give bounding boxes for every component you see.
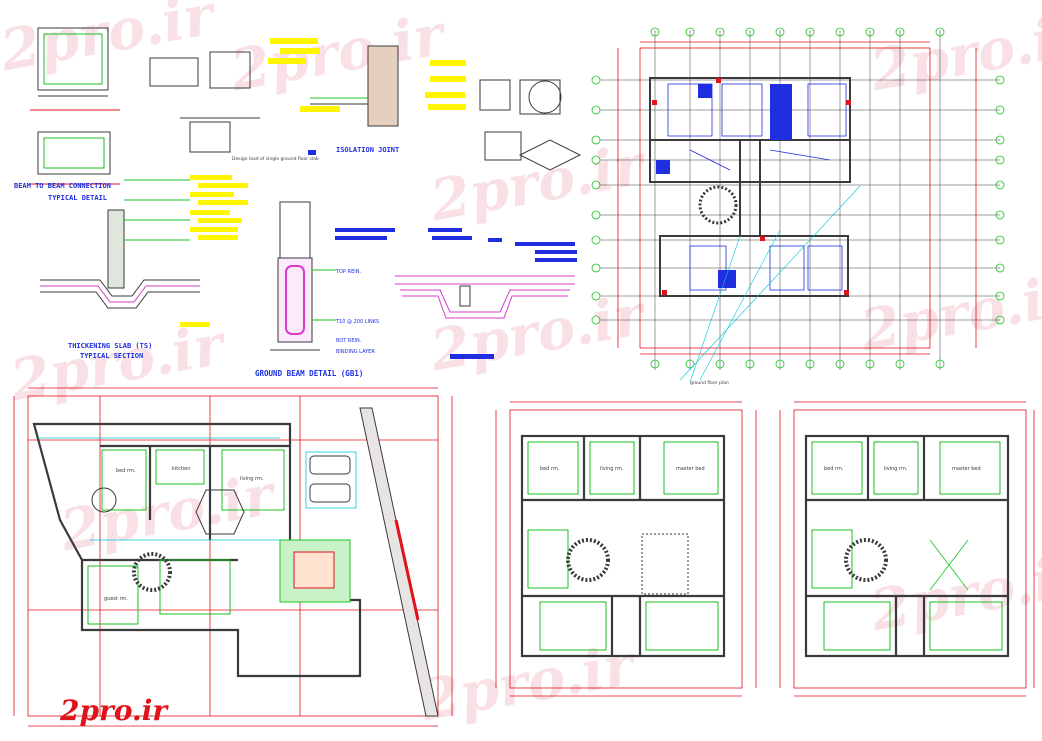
room-label: living rm. [600,466,624,472]
boundary-wall [359,407,439,717]
thickening-slab-title: THICKENING SLAB (TS) [68,342,152,350]
beam-connection-title: BEAM TO BEAM CONNECTION [14,182,111,190]
room-label: master bed [952,466,981,472]
second-floor-plan [779,401,1035,697]
ground-beam-title: GROUND BEAM DETAIL (GB1) [255,369,363,378]
top-reinforcement-label: TOP REIN. [335,269,361,275]
thickening-slab-subtitle: TYPICAL SECTION [80,352,143,360]
room-label: bed rm. [824,466,844,472]
framing-plan-grid [591,27,1005,383]
detail-column-section [30,27,120,185]
plan-caption: ground floor plan [690,380,729,386]
first-floor-plan [495,401,757,697]
room-label: living rm. [884,466,908,472]
ties-label: T10 @ 200 LINKS [335,319,379,325]
room-label: living rm. [240,476,264,482]
spiral-stair-symbol [698,185,738,225]
void-hatch [641,533,689,595]
beam-connection-detail [40,179,200,309]
parked-car [309,455,351,475]
ground-floor-plan [13,387,453,727]
room-label: kitchen [172,466,190,472]
annotation-highlights [180,38,466,327]
room-label: guest rm. [104,596,128,602]
room-label: bed rm. [116,468,136,474]
blue-annotation-bars [308,150,577,359]
brand-logo: 2pro.ir [60,694,168,727]
binding-layer-label: BINDING LAYER [336,349,375,355]
parked-car [309,483,351,503]
thickening-slab-detail [395,275,575,319]
spiral-stair-symbol [566,538,610,582]
detail-footing-sketches [149,45,582,171]
spiral-stair-symbol [844,538,888,582]
design-note: Design load of single ground floor slab [232,156,319,162]
isolation-joint-title: ISOLATION JOINT [336,146,399,154]
bottom-reinforcement-label: BOT REIN. [336,338,362,344]
spiral-stair-symbol [132,552,172,592]
dining-table-symbol [91,487,117,513]
ground-beam-detail [270,201,336,351]
beam-connection-subtitle: TYPICAL DETAIL [48,194,107,202]
room-label: bed rm. [540,466,560,472]
room-label: master bed [676,466,705,472]
